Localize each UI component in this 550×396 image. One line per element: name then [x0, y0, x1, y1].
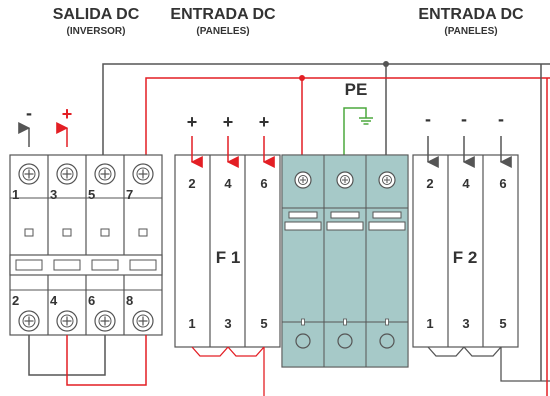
fuse-holder-f2: [412, 154, 519, 348]
breaker-bottom-screw-icon: [94, 310, 116, 332]
entrada-right-subtitle: (PANELES): [444, 26, 498, 37]
ground-symbol-icon: [359, 117, 373, 125]
fuse2-bottom-3: 3: [462, 316, 470, 331]
spd-screw-icon: [378, 171, 396, 189]
breaker-bottom-screw-icon: [132, 310, 154, 332]
fuse1-bottom-1: 1: [188, 316, 196, 331]
fuse2-input-arrows: [426, 136, 512, 168]
spd-notch: [343, 318, 347, 326]
pe-label: PE: [344, 80, 368, 99]
breaker-terminal-5: 5: [88, 187, 96, 202]
fuse1-bottom-3: 3: [224, 316, 232, 331]
positive-bus-wire: [145, 77, 550, 158]
fuse2-minus-1: -: [425, 109, 431, 129]
breaker-terminal-4: 4: [50, 293, 58, 308]
fuse1-input-arrows: [190, 136, 275, 168]
spd-bottom-hole-icon: [337, 333, 353, 349]
entrada-left-title: ENTRADA DC: [170, 6, 276, 23]
fuse2-label: F 2: [452, 248, 478, 267]
fuse1-bottom-bridges: [191, 346, 265, 396]
fuse1-label: F 1: [215, 248, 241, 267]
fuse2-top-4: 4: [462, 176, 470, 191]
fuse1-plus-2: +: [222, 112, 234, 132]
fuse2-bottom-1: 1: [426, 316, 434, 331]
pe-ground-wire: [343, 107, 367, 155]
spd-notch: [301, 318, 305, 326]
negative-bus-wire: [102, 63, 550, 158]
breaker-terminal-1: 1: [12, 187, 20, 202]
spd-indicator: [288, 211, 318, 219]
fuse1-top-4: 4: [224, 176, 232, 191]
breaker-terminal-7: 7: [126, 187, 134, 202]
breaker-terminal-2: 2: [12, 293, 20, 308]
fuse1-top-6: 6: [260, 176, 268, 191]
breaker-bottom-pos-bridge: [66, 335, 147, 386]
spd-screw-icon: [294, 171, 312, 189]
breaker-terminal-8: 8: [126, 293, 134, 308]
negative-junction-dot: [383, 61, 389, 67]
spd-indicator: [372, 211, 402, 219]
spd-screw-icon: [336, 171, 354, 189]
fuse1-bottom-5: 5: [260, 316, 268, 331]
spd-bottom-hole-icon: [295, 333, 311, 349]
breaker-top-screw-icon: [18, 163, 40, 185]
spd-notch: [385, 318, 389, 326]
fuse2-bottom-5: 5: [499, 316, 507, 331]
spd-bottom-hole-icon: [379, 333, 395, 349]
breaker-terminal-3: 3: [50, 187, 58, 202]
breaker-plus-sign: +: [61, 104, 73, 124]
breaker-screws: [18, 163, 154, 332]
breaker-top-screw-icon: [56, 163, 78, 185]
salida-title: SALIDA DC: [52, 6, 140, 23]
breaker-bottom-screw-icon: [18, 310, 40, 332]
fuse2-bottom-bridges: [427, 346, 550, 382]
spd-window: [284, 221, 322, 231]
fuse1-plus-3: +: [258, 112, 270, 132]
positive-junction-dot: [299, 75, 305, 81]
breaker-bottom-screw-icon: [56, 310, 78, 332]
fuse2-top-6: 6: [499, 176, 507, 191]
salida-subtitle: (INVERSOR): [66, 26, 126, 37]
entrada-left-subtitle: (PANELES): [196, 26, 250, 37]
entrada-right-title: ENTRADA DC: [418, 6, 524, 23]
fuse1-plus-1: +: [186, 112, 198, 132]
spd-window: [368, 221, 406, 231]
spd-parts: [282, 171, 408, 349]
surge-protector: [281, 154, 409, 368]
breaker-top-screw-icon: [132, 163, 154, 185]
spd-window: [326, 221, 364, 231]
fuse2-minus-3: -: [498, 109, 504, 129]
spd-indicator: [330, 211, 360, 219]
dc-breaker: [9, 154, 163, 336]
breaker-terminal-6: 6: [88, 293, 96, 308]
breaker-top-screw-icon: [94, 163, 116, 185]
breaker-minus-sign: -: [26, 103, 32, 123]
fuse2-top-2: 2: [426, 176, 434, 191]
fuse2-minus-2: -: [461, 109, 467, 129]
fuse1-top-2: 2: [188, 176, 196, 191]
